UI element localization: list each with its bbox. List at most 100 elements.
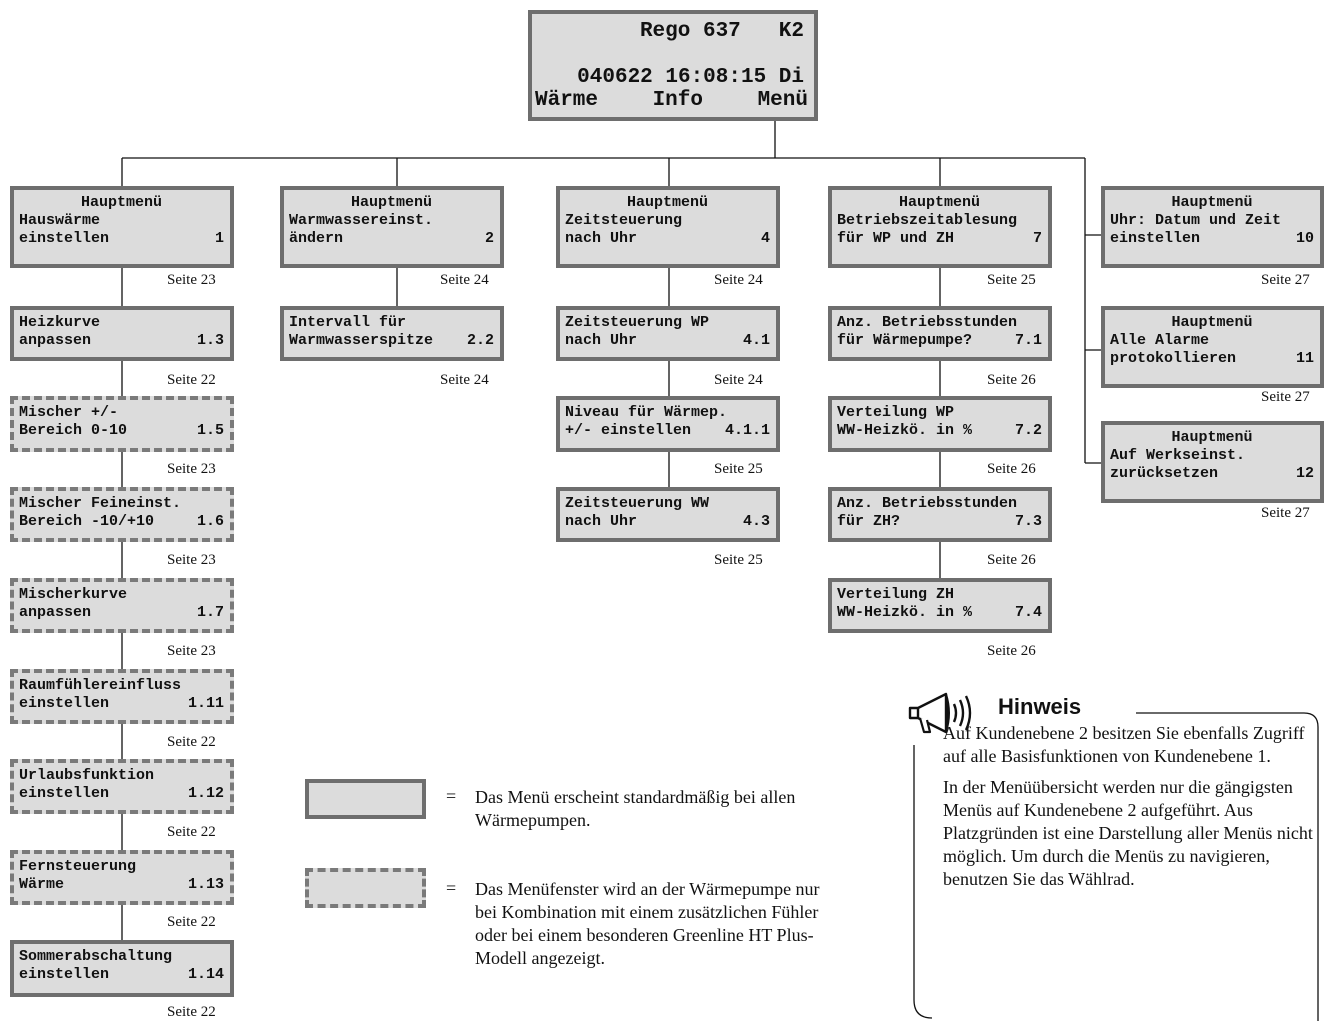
page-ref: Seite 22 (167, 734, 216, 750)
submenu-line1: Anz. Betriebsstunden (837, 495, 1018, 512)
menu-line2: für WP und ZH (837, 230, 955, 247)
menu-number: 7 (1032, 230, 1042, 247)
submenu-number: 7.2 (1014, 422, 1042, 439)
submenu-number: 7.4 (1014, 604, 1042, 621)
legend-standard-text: Das Menü erscheint standardmäßig bei all… (475, 787, 796, 830)
submenu-line1: Mischer +/- (19, 404, 119, 421)
submenu-number: 1.3 (196, 332, 224, 349)
page-ref: Seite 24 (440, 272, 489, 288)
menu-head: Hauptmenü (1171, 194, 1253, 211)
page-ref: Seite 24 (714, 272, 763, 288)
legend-optional-text: Das Menüfenster wird an der Wärmepumpe n… (475, 879, 820, 968)
menu-line2: nach Uhr (565, 230, 638, 247)
megaphone-icon (908, 692, 972, 734)
note-paragraph: In der Menüübersicht werden nur die gäng… (943, 777, 1313, 889)
menu-number: 12 (1295, 465, 1314, 482)
menu-line1: Betriebszeitablesung (837, 212, 1018, 229)
note-body: Auf Kundenebene 2 besitzen Sie ebenfalls… (943, 722, 1318, 899)
submenu-line1: Heizkurve (19, 314, 101, 331)
page-ref: Seite 24 (440, 372, 489, 388)
submenu-number: 7.1 (1014, 332, 1042, 349)
submenu-number: 1.13 (187, 876, 224, 893)
menu-number: 4 (760, 230, 770, 247)
display-title: Rego 637 (639, 20, 741, 43)
page-ref: Seite 24 (714, 372, 763, 388)
note-paragraph: Auf Kundenebene 2 besitzen Sie ebenfalls… (943, 723, 1305, 766)
menu-line2: einstellen (19, 230, 110, 247)
submenu-number: 1.6 (196, 513, 224, 530)
menu-line2: ändern (289, 230, 344, 247)
submenu-number: 1.12 (187, 785, 224, 802)
page-ref: Seite 22 (167, 824, 216, 840)
submenu-line2: anpassen (19, 332, 92, 349)
submenu-line1: Anz. Betriebsstunden (837, 314, 1018, 331)
submenu-line1: Sommerabschaltung (19, 948, 173, 965)
page-ref: Seite 27 (1261, 505, 1310, 521)
menu-line1: Warmwassereinst. (289, 212, 434, 229)
menu-box-7[interactable]: Hauptmenü Betriebszeitablesung für WP un… (828, 186, 1052, 268)
legend-equals: = (446, 786, 457, 806)
menu-box-10[interactable]: Hauptmenü Uhr: Datum und Zeit einstellen… (1101, 186, 1324, 268)
submenu-line2: einstellen (19, 695, 110, 712)
submenu-line2: einstellen (19, 785, 110, 802)
submenu-line1: Raumfühlereinfluss (19, 677, 182, 694)
softkey-menue[interactable]: Menü (757, 89, 808, 112)
submenu-line2: WW-Heizkö. in % (837, 422, 973, 439)
page-ref: Seite 26 (987, 372, 1036, 388)
display-level: K2 (778, 20, 804, 43)
page-ref: Seite 27 (1261, 389, 1310, 405)
submenu-line2: für Wärmepumpe? (837, 332, 973, 349)
submenu-line1: Fernsteuerung (19, 858, 137, 875)
submenu-number: 4.3 (742, 513, 770, 530)
submenu-line1: Urlaubsfunktion (19, 767, 155, 784)
submenu-number: 4.1 (742, 332, 770, 349)
submenu-number: 1.7 (196, 604, 224, 621)
page-ref: Seite 23 (167, 272, 216, 288)
menu-number: 2 (484, 230, 494, 247)
page-ref: Seite 26 (987, 461, 1036, 477)
menu-line1: Uhr: Datum und Zeit (1110, 212, 1282, 229)
menu-head: Hauptmenü (80, 194, 162, 211)
menu-head: Hauptmenü (1171, 314, 1253, 331)
submenu-line1: Verteilung WP (837, 404, 955, 421)
menu-head: Hauptmenü (898, 194, 980, 211)
menu-number: 10 (1295, 230, 1314, 247)
menu-line1: Zeitsteuerung (565, 212, 683, 229)
menu-head: Hauptmenü (1171, 429, 1253, 446)
page-ref: Seite 25 (987, 272, 1036, 288)
menu-line2: protokollieren (1110, 350, 1237, 367)
submenu-number: 1.14 (187, 966, 224, 983)
submenu-line2: WW-Heizkö. in % (837, 604, 973, 621)
page-ref: Seite 22 (167, 1004, 216, 1020)
menu-line1: Hauswärme (19, 212, 101, 229)
softkey-info[interactable]: Info (652, 89, 703, 112)
submenu-line1: Mischerkurve (19, 586, 128, 603)
controller-display: Rego 637 K2 040622 16:08:15 Di Wärme Inf… (528, 10, 818, 121)
softkey-waerme[interactable]: Wärme (535, 89, 599, 112)
submenu-line2: Bereich -10/+10 (19, 513, 155, 530)
page-ref: Seite 26 (987, 643, 1036, 659)
display-datetime: 040622 16:08:15 Di (577, 66, 804, 89)
